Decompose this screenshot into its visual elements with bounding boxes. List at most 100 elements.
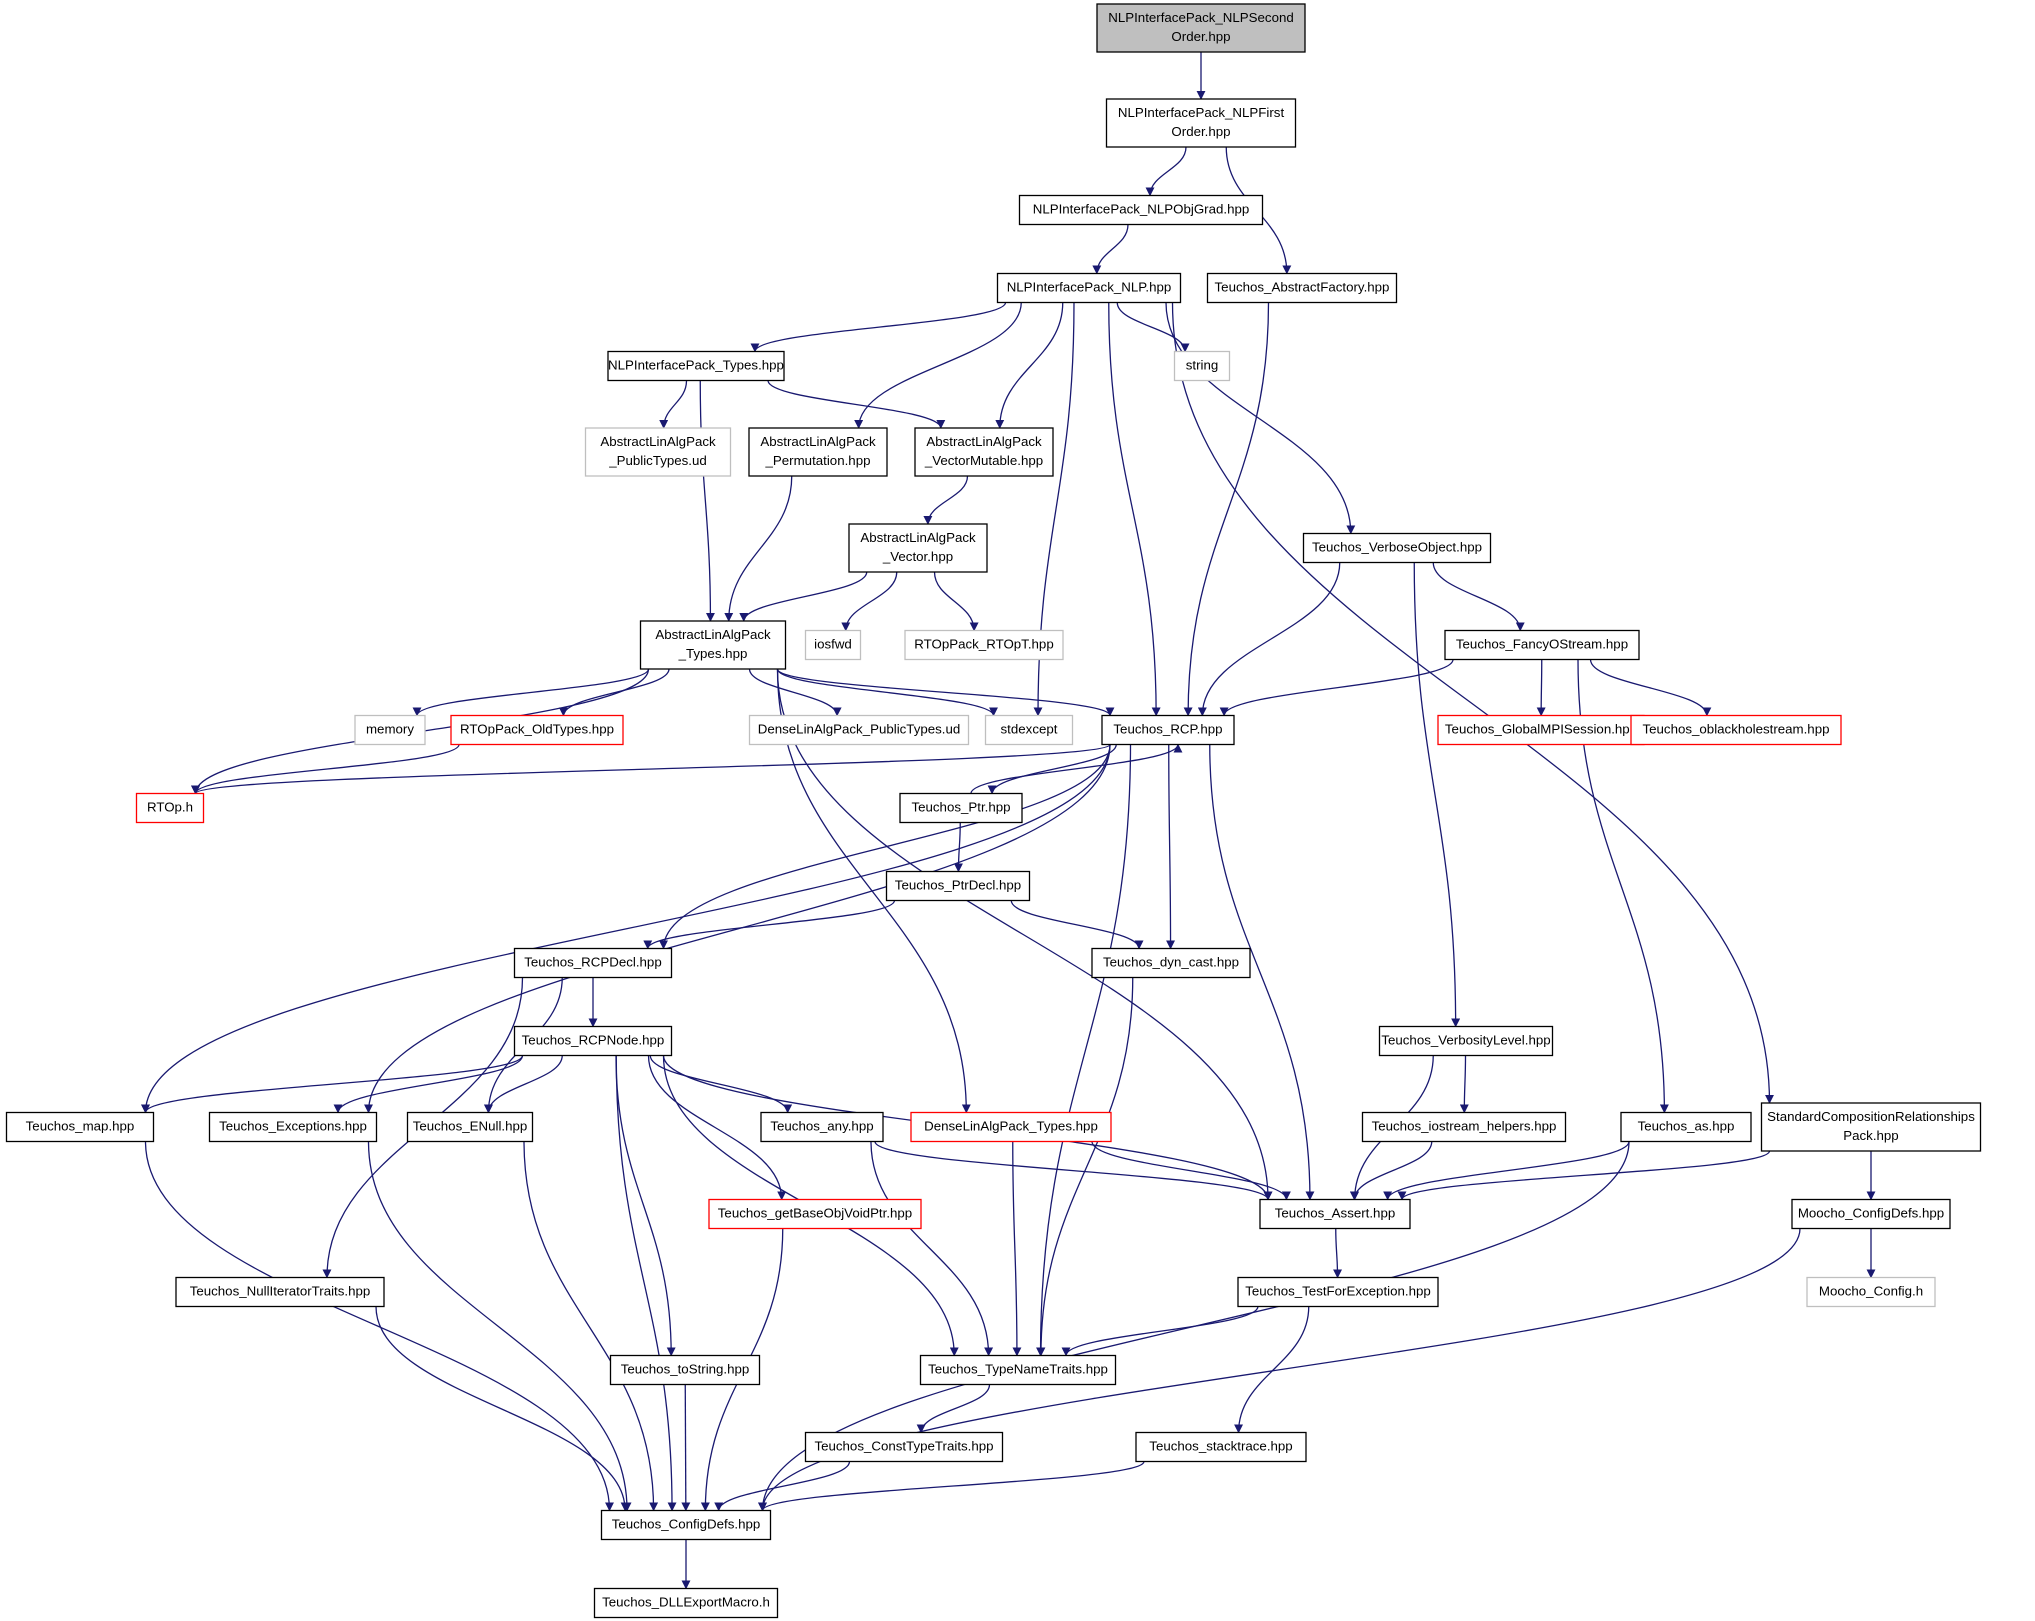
- node-box: [1018, 194, 1264, 226]
- edge-n28-to-n35: [1459, 1055, 1469, 1114]
- node-label: _Vector.hpp: [882, 549, 953, 564]
- edge-n8-to-n12: [724, 475, 793, 622]
- node-denselinalgpack-types-hpp[interactable]: DenseLinAlgPack_Types.hpp: [910, 1111, 1112, 1143]
- node-abstractlinalgpack-vectormutable-hpp[interactable]: AbstractLinAlgPack_VectorMutable.hpp: [914, 427, 1054, 477]
- dependency-arrow: [758, 1228, 1801, 1512]
- node-teuchos-configdefs-hpp[interactable]: Teuchos_ConfigDefs.hpp: [600, 1509, 772, 1541]
- edge-n31-to-n48: [367, 1141, 632, 1512]
- node-label: StandardCompositionRelationships: [1767, 1109, 1975, 1124]
- node-rtoppack-oldtypes-hpp[interactable]: RTOpPack_OldTypes.hpp: [450, 714, 624, 746]
- node-teuchos-testforexception-hpp[interactable]: Teuchos_TestForException.hpp: [1237, 1276, 1439, 1308]
- edge-n12-to-n20: [776, 668, 1115, 717]
- node-teuchos-as-hpp[interactable]: Teuchos_as.hpp: [1620, 1111, 1752, 1143]
- node-label: Teuchos_ConstTypeTraits.hpp: [814, 1439, 993, 1454]
- node-iosfwd[interactable]: iosfwd: [804, 629, 862, 661]
- node-label: NLPInterfacePack_NLPObjGrad.hpp: [1033, 202, 1250, 217]
- node-moocho-configdefs-hpp[interactable]: Moocho_ConfigDefs.hpp: [1791, 1198, 1951, 1230]
- node-label: Order.hpp: [1171, 29, 1230, 44]
- dependency-arrow: [854, 302, 1022, 429]
- node-box: [760, 1111, 884, 1143]
- dependency-arrow: [615, 1055, 677, 1512]
- dependency-arrow: [987, 744, 1117, 795]
- dependency-arrow: [1183, 302, 1270, 717]
- node-teuchos-any-hpp[interactable]: Teuchos_any.hpp: [760, 1111, 884, 1143]
- node-teuchos-consttypetraits-hpp[interactable]: Teuchos_ConstTypeTraits.hpp: [804, 1431, 1004, 1463]
- edge-n25-to-n26: [643, 900, 896, 950]
- node-abstractlinalgpack-permutation-hpp[interactable]: AbstractLinAlgPack_Permutation.hpp: [748, 427, 888, 477]
- edge-n3-to-n10: [1165, 302, 1356, 535]
- node-teuchos-stacktrace-hpp[interactable]: Teuchos_stacktrace.hpp: [1135, 1431, 1307, 1463]
- dependency-arrow: [1171, 302, 1774, 1104]
- node-teuchos-rcpnode-hpp[interactable]: Teuchos_RCPNode.hpp: [513, 1025, 673, 1057]
- node-teuchos-tostring-hpp[interactable]: Teuchos_toString.hpp: [609, 1354, 761, 1386]
- node-abstractlinalgpack-publictypes-ud[interactable]: AbstractLinAlgPack_PublicTypes.ud: [584, 427, 732, 477]
- node-box: [1302, 532, 1492, 564]
- node-teuchos-rcp-hpp[interactable]: Teuchos_RCP.hpp: [1101, 714, 1235, 746]
- node-teuchos-oblackholestream-hpp[interactable]: Teuchos_oblackholestream.hpp: [1630, 714, 1842, 746]
- node-nlpinterfacepack-types-hpp[interactable]: NLPInterfacePack_Types.hpp: [607, 350, 785, 382]
- dependency-arrow: [375, 1306, 630, 1512]
- node-label: Teuchos_NullIteratorTraits.hpp: [190, 1284, 371, 1299]
- edge-n10-to-n28: [1413, 562, 1461, 1028]
- node-teuchos-iostream-helpers-hpp[interactable]: Teuchos_iostream_helpers.hpp: [1361, 1111, 1567, 1143]
- node-box: [914, 427, 1054, 477]
- node-label: Teuchos_VerbosityLevel.hpp: [1381, 1033, 1550, 1048]
- node-box: [135, 792, 205, 824]
- edge-n42-to-n47: [1234, 1306, 1310, 1434]
- node-box: [607, 350, 785, 382]
- node-label: DenseLinAlgPack_PublicTypes.ud: [758, 722, 961, 737]
- node-label: Teuchos_oblackholestream.hpp: [1642, 722, 1829, 737]
- node-teuchos-exceptions-hpp[interactable]: Teuchos_Exceptions.hpp: [208, 1111, 378, 1143]
- node-teuchos-abstractfactory-hpp[interactable]: Teuchos_AbstractFactory.hpp: [1206, 272, 1398, 304]
- node-rtop-h[interactable]: RTOp.h: [135, 792, 205, 824]
- node-teuchos-enull-hpp[interactable]: Teuchos_ENull.hpp: [406, 1111, 534, 1143]
- node-teuchos-assert-hpp[interactable]: Teuchos_Assert.hpp: [1259, 1198, 1411, 1230]
- node-abstractlinalgpack-types-hpp[interactable]: AbstractLinAlgPack_Types.hpp: [639, 620, 787, 670]
- dependency-arrow: [141, 1055, 524, 1114]
- node-string[interactable]: string: [1173, 350, 1231, 382]
- node-abstractlinalgpack-vector-hpp[interactable]: AbstractLinAlgPack_Vector.hpp: [848, 523, 988, 573]
- node-rtoppack-rtopt-hpp[interactable]: RTOpPack_RTOpT.hpp: [904, 629, 1064, 661]
- node-box: [1173, 350, 1231, 382]
- file-nodes: NLPInterfacePack_NLPSecondOrder.hppNLPIn…: [5, 3, 1982, 1619]
- node-teuchos-map-hpp[interactable]: Teuchos_map.hpp: [5, 1111, 155, 1143]
- node-teuchos-globalmpisession-hpp[interactable]: Teuchos_GlobalMPISession.hpp: [1437, 714, 1645, 746]
- edge-n1-to-n2: [1145, 146, 1187, 197]
- node-teuchos-typenametraits-hpp[interactable]: Teuchos_TypeNameTraits.hpp: [919, 1354, 1117, 1386]
- edge-n29-to-n33: [649, 1055, 793, 1114]
- node-teuchos-nulliteratortraits-hpp[interactable]: Teuchos_NullIteratorTraits.hpp: [175, 1276, 385, 1308]
- node-label: Teuchos_PtrDecl.hpp: [895, 878, 1021, 893]
- node-box: [708, 1198, 922, 1230]
- node-teuchos-dyn-cast-hpp[interactable]: Teuchos_dyn_cast.hpp: [1091, 947, 1251, 979]
- node-moocho-config-h[interactable]: Moocho_Config.h: [1806, 1276, 1936, 1308]
- node-teuchos-rcpdecl-hpp[interactable]: Teuchos_RCPDecl.hpp: [513, 947, 673, 979]
- dependency-arrow: [367, 1141, 632, 1512]
- node-teuchos-ptr-hpp[interactable]: Teuchos_Ptr.hpp: [899, 792, 1023, 824]
- node-teuchos-getbaseobjvoidptr-hpp[interactable]: Teuchos_getBaseObjVoidPtr.hpp: [708, 1198, 922, 1230]
- node-teuchos-ptrdecl-hpp[interactable]: Teuchos_PtrDecl.hpp: [885, 870, 1031, 902]
- node-stdexcept[interactable]: stdexcept: [984, 714, 1074, 746]
- node-teuchos-verboseobject-hpp[interactable]: Teuchos_VerboseObject.hpp: [1302, 532, 1492, 564]
- edge-n46-to-n48: [714, 1461, 851, 1512]
- dependency-arrow: [659, 744, 1111, 950]
- edge-n29-to-n44: [615, 1055, 676, 1357]
- node-nlpinterfacepack-nlpobjgrad-hpp[interactable]: NLPInterfacePack_NLPObjGrad.hpp: [1018, 194, 1264, 226]
- dependency-arrow: [933, 571, 979, 632]
- node-nlpinterfacepack-nlp-hpp[interactable]: NLPInterfacePack_NLP.hpp: [996, 272, 1182, 304]
- dependency-arrow: [776, 668, 998, 717]
- node-teuchos-dllexportmacro-h[interactable]: Teuchos_DLLExportMacro.h: [593, 1587, 779, 1619]
- node-teuchos-verbositylevel-hpp[interactable]: Teuchos_VerbosityLevel.hpp: [1378, 1025, 1554, 1057]
- node-denselinalgpack-publictypes-ud[interactable]: DenseLinAlgPack_PublicTypes.ud: [748, 714, 970, 746]
- node-memory[interactable]: memory: [354, 714, 426, 746]
- node-box: [450, 714, 624, 746]
- node-teuchos-fancyostream-hpp[interactable]: Teuchos_FancyOStream.hpp: [1444, 629, 1640, 661]
- node-label: NLPInterfacePack_NLP.hpp: [1007, 280, 1172, 295]
- node-box: [1237, 1276, 1439, 1308]
- dependency-arrow: [1397, 1150, 1771, 1201]
- node-label: AbstractLinAlgPack: [655, 627, 771, 642]
- edge-n20-to-n24: [987, 744, 1117, 795]
- node-box: [406, 1111, 534, 1143]
